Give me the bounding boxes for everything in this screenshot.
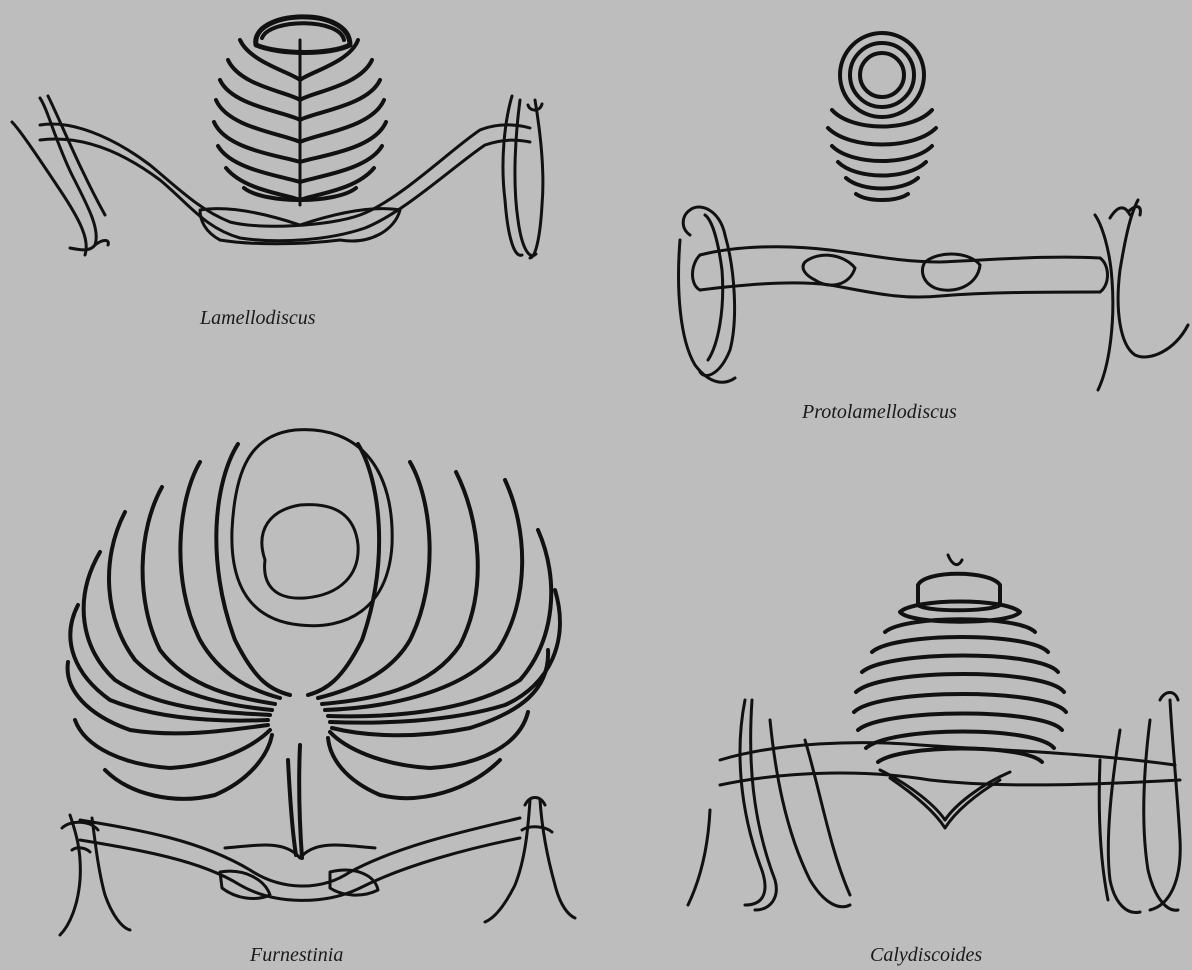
protolamellodiscus-drawing [679,33,1188,390]
lamellodiscus-left-anchor [12,96,108,255]
caption-calydiscoides: Calydiscoides [870,944,982,967]
calydiscoides-lamellodisc [854,555,1066,762]
furnestinia-right-anchor [485,798,575,923]
caption-lamellodiscus: Lamellodiscus [200,307,316,330]
calydiscoides-right-anchors [1099,693,1180,913]
protolamellodiscus-ventral-bar [693,247,1108,297]
furnestinia-drawing [60,430,575,935]
protolamellodiscus-right-anchor [1095,200,1188,390]
lamellodiscus-drawing [12,17,543,258]
caption-furnestinia: Furnestinia [250,944,343,967]
protolamellodiscus-left-anchor [679,207,735,382]
caption-protolamellodiscus: Protolamellodiscus [802,401,957,424]
lamellodiscus-lamellodisc [214,17,386,205]
calydiscoides-drawing [688,555,1180,913]
lamellodiscus-ventral-bar [40,124,530,244]
furnestinia-lamellodisc [68,430,560,858]
calydiscoides-left-anchors [688,700,850,910]
lamellodiscus-right-anchor [503,96,543,258]
protolamellodiscus-lamellodisc [828,33,936,200]
furnestinia-left-anchor [60,815,130,935]
